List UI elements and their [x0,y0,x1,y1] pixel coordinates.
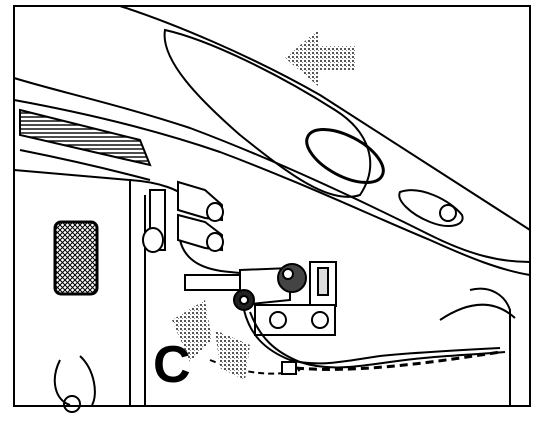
vent-slots [19,108,152,181]
hood-panel [13,5,531,405]
direction-arrow-icon [285,30,356,86]
connector-block [142,180,224,253]
wiring-harness [209,309,506,375]
callout-label: C [153,336,191,394]
grille-panel [53,220,99,296]
fastener-icon [439,204,457,222]
bulb-socket [179,239,337,336]
inner-fender [13,169,191,413]
stipple-shading [172,300,250,380]
